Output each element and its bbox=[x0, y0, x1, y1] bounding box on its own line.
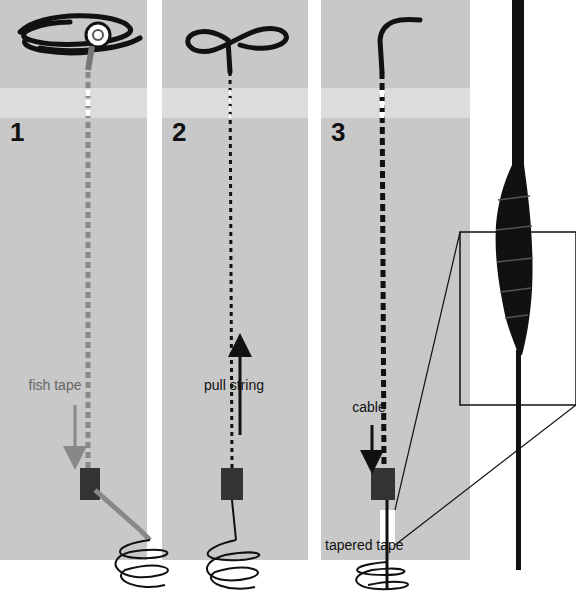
taped-cable-closeup bbox=[395, 0, 576, 570]
step-panel: 2 pull string bbox=[162, 0, 308, 560]
part-label: pull string bbox=[204, 378, 264, 393]
fish-tape-reel bbox=[20, 16, 150, 540]
step-panel: 3 cable tapered tape bbox=[321, 0, 470, 560]
panel bbox=[0, 0, 147, 560]
step-number: 1 bbox=[10, 118, 24, 147]
part-label: tapered tape bbox=[325, 538, 404, 553]
part-label: fish tape bbox=[29, 378, 82, 393]
step-panel: 1 fish tape bbox=[0, 0, 147, 560]
step-number: 3 bbox=[331, 118, 345, 147]
ceiling-band bbox=[0, 88, 470, 118]
panel bbox=[321, 0, 470, 560]
part-label: cable bbox=[352, 400, 385, 415]
panel bbox=[162, 0, 308, 560]
pull-string bbox=[188, 28, 287, 540]
cable bbox=[371, 19, 420, 590]
step-number: 2 bbox=[172, 118, 186, 147]
